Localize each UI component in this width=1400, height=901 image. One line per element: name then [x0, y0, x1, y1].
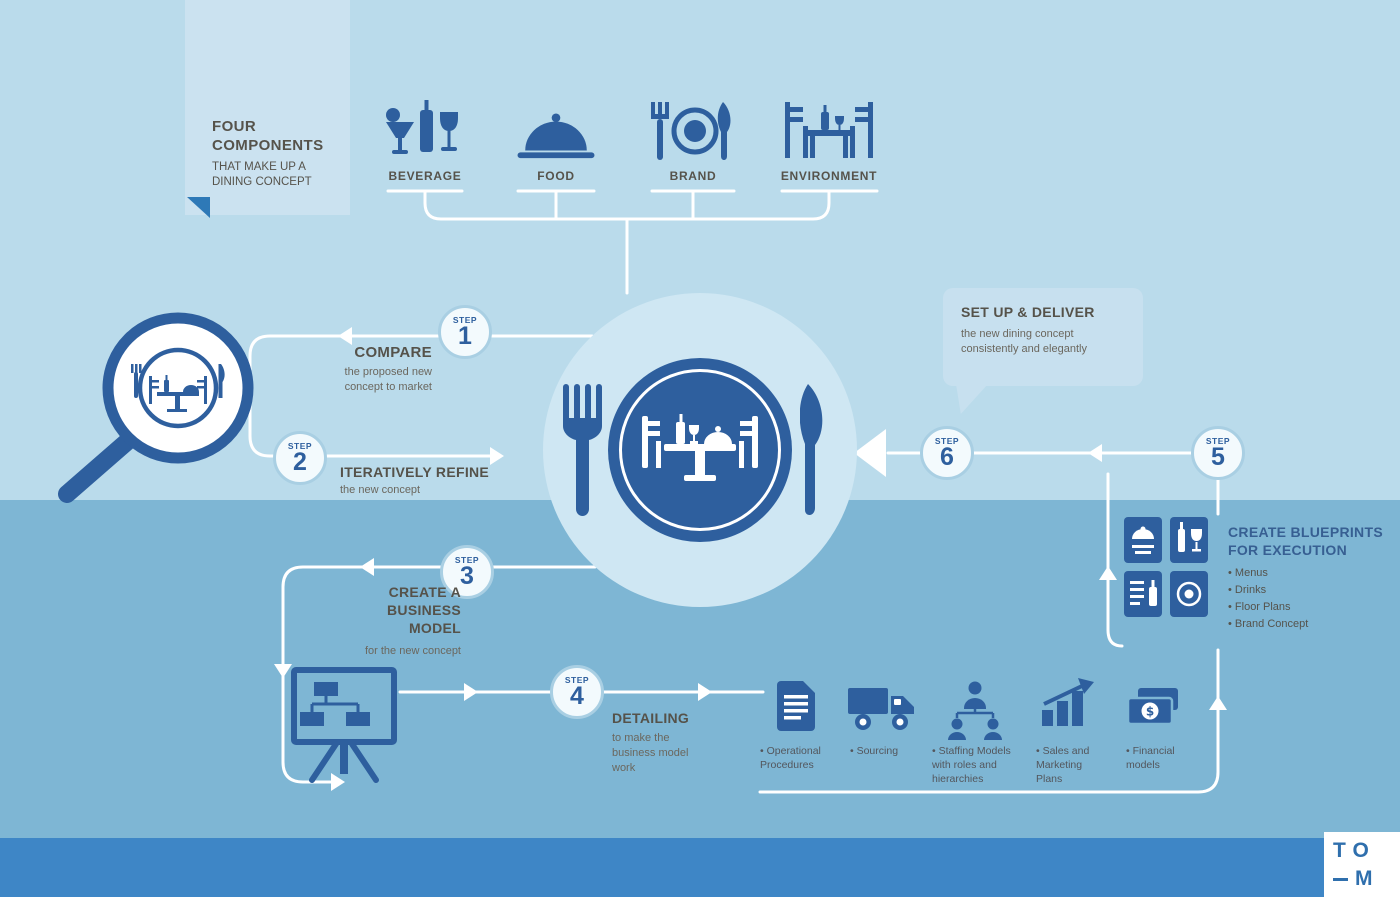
logo-text-bottom: M [1333, 867, 1400, 891]
dollar-glyph: $ [1146, 705, 1154, 719]
brand-icon [651, 98, 735, 162]
magnifier-icon [58, 312, 254, 503]
flow-arrow [1209, 696, 1227, 710]
org-chart-icon [948, 681, 1002, 740]
component-environment: ENVIRONMENT [769, 98, 889, 183]
step-number: 1 [458, 322, 472, 351]
flow-arrow [331, 773, 345, 791]
component-food: FOOD [496, 98, 616, 183]
truck-icon [848, 688, 914, 730]
flow-arrow [1099, 566, 1117, 580]
step-4-text: DETAILING to make the business model wor… [612, 710, 704, 776]
logo-letter: M [1355, 867, 1373, 890]
component-beverage: BEVERAGE [365, 98, 485, 183]
step-5-text: CREATE BLUEPRINTS FOR EXECUTION • Menus … [1228, 524, 1393, 633]
component-label: ENVIRONMENT [780, 169, 878, 183]
step-label: STEP [1205, 436, 1231, 447]
step-6-circle: STEP 6 [920, 426, 974, 480]
step-6-description: the new dining concept consistently and … [961, 328, 1087, 356]
step-label: STEP [564, 675, 590, 686]
step-5-title: CREATE BLUEPRINTS FOR EXECUTION [1228, 524, 1383, 558]
components-panel-text: FOUR COMPONENTS THAT MAKE UP A DINING CO… [212, 118, 337, 191]
detailing-label: • Financial models [1126, 745, 1175, 772]
flow-arrow-big [854, 429, 886, 477]
step-1-title: COMPARE [354, 344, 432, 361]
logo: TO M [1324, 832, 1400, 901]
component-brand: BRAND [633, 98, 753, 183]
step-3-title: CREATE A BUSINESS MODEL [387, 584, 461, 637]
environment-icon [783, 98, 875, 162]
flow-arrow [490, 447, 504, 465]
growth-chart-icon [1042, 678, 1094, 726]
step-3-text: CREATE A BUSINESS MODEL for the new conc… [336, 583, 461, 657]
step-4-description: to make the business model work [612, 732, 689, 774]
step-2-text: ITERATIVELY REFINE the new concept [340, 464, 520, 496]
step-3-circle: STEP 3 [440, 545, 494, 599]
step-4-circle: STEP 4 [550, 665, 604, 719]
knife-icon [800, 384, 823, 515]
food-icon [517, 98, 595, 162]
drinks-blueprint-icon [1170, 517, 1208, 563]
step-6-speech-bubble: SET UP & DELIVER the new dining concept … [943, 288, 1143, 386]
step-number: 5 [1211, 443, 1225, 472]
step-label: STEP [287, 441, 313, 452]
flow-line-blueprints-up [1106, 472, 1124, 648]
brand-blueprint-icon [1170, 571, 1208, 617]
bullet-item: • Drinks [1228, 584, 1267, 597]
components-bracket-line [386, 189, 879, 295]
flow-line-detailing-up [758, 648, 1220, 794]
step-label: STEP [934, 436, 960, 447]
components-subtitle: THAT MAKE UP A DINING CONCEPT [212, 160, 312, 189]
step-2-title: ITERATIVELY REFINE [340, 464, 490, 480]
step-label: STEP [452, 315, 478, 326]
fork-icon [563, 384, 602, 516]
floor-plans-blueprint-icon [1124, 571, 1162, 617]
step-5-circle: STEP 5 [1191, 426, 1245, 480]
step-1-description: the proposed new concept to market [344, 366, 432, 393]
bullet-item: • Floor Plans [1228, 601, 1291, 614]
detailing-label: • Sourcing [850, 745, 899, 757]
flow-arrow [274, 664, 292, 678]
detailing-label: • Sales and Marketing Plans [1036, 745, 1090, 786]
component-label: FOOD [537, 169, 575, 183]
components-title: FOUR COMPONENTS [212, 118, 324, 154]
component-label: BRAND [669, 169, 717, 183]
step-number: 6 [940, 443, 954, 472]
money-icon: $ [1128, 688, 1178, 726]
document-icon [777, 681, 815, 731]
flow-arrow [698, 683, 712, 701]
table-scene-icon [642, 414, 758, 481]
step-4-title: DETAILING [612, 710, 690, 726]
step-6-title: SET UP & DELIVER [961, 304, 1095, 320]
flow-arrow [360, 558, 374, 576]
step-1-text: COMPARE the proposed new concept to mark… [307, 344, 432, 395]
component-label: BEVERAGE [388, 169, 462, 183]
logo-dash [1333, 877, 1348, 881]
detailing-label: • Operational Procedures [760, 745, 821, 772]
step-2-circle: STEP 2 [273, 431, 327, 485]
flow-arrow [338, 327, 352, 345]
step-label: STEP [454, 555, 480, 566]
step-number: 3 [460, 562, 474, 591]
step-number: 4 [570, 682, 584, 711]
menu-blueprint-icon [1124, 517, 1162, 563]
step-3-description: for the new concept [364, 644, 461, 657]
step-2-description: the new concept [340, 484, 421, 496]
bullet-item: • Brand Concept [1228, 618, 1309, 631]
step-1-circle: STEP 1 [438, 305, 492, 359]
plate-ring [619, 369, 781, 531]
flow-arrow [1088, 444, 1102, 462]
step-number: 2 [293, 448, 307, 477]
footer-band [0, 838, 1400, 897]
bullet-item: • Menus [1228, 567, 1268, 579]
logo-text-top: TO [1333, 839, 1376, 862]
flow-arrow [464, 683, 478, 701]
components-panel [185, 0, 350, 215]
beverage-icon [384, 98, 466, 162]
step-5-bullets: • Menus • Drinks • Floor Plans • Brand C… [1228, 565, 1393, 633]
detailing-label: • Staffing Models with roles and hierarc… [932, 745, 1011, 786]
business-model-board-icon [291, 667, 397, 783]
